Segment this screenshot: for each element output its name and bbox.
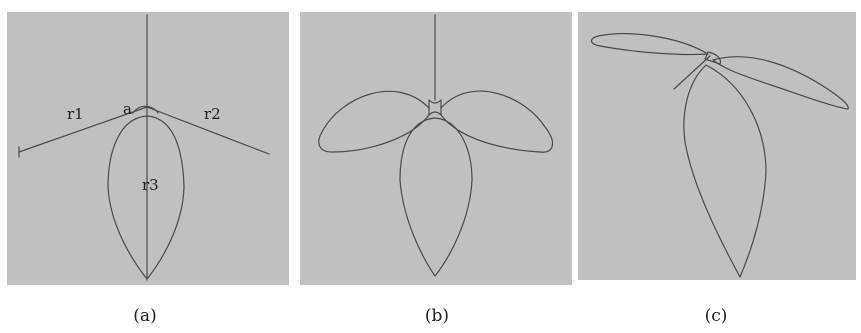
panel-b-leaf-symmetric <box>300 12 572 285</box>
center-leaflet-outline <box>683 64 767 278</box>
label-a: a <box>123 100 132 118</box>
left-leaflet-outline <box>590 33 709 56</box>
label-r3: r3 <box>142 176 159 194</box>
caption-c: (c) <box>704 306 728 326</box>
label-r2: r2 <box>204 105 221 123</box>
panel-b-drawing <box>318 14 553 277</box>
caption-b: (b) <box>424 306 450 326</box>
panel-a-leaf-model: r1 a r2 r3 <box>7 12 289 285</box>
r2-line <box>146 106 270 155</box>
right-leaflet-outline <box>712 56 849 110</box>
panel-c-drawing <box>590 33 849 278</box>
center-leaflet-outline <box>399 117 473 277</box>
petiole-line <box>673 55 711 90</box>
left-leaflet-outline <box>318 90 430 153</box>
panel-c-leaf-tilted <box>578 12 856 280</box>
panel-a-drawing: r1 a r2 r3 <box>18 14 270 281</box>
right-leaflet-outline <box>440 90 553 153</box>
caption-a: (a) <box>133 306 157 326</box>
terminal-leaflet-outline <box>107 115 185 280</box>
petiole-node <box>428 99 442 116</box>
label-r1: r1 <box>67 105 84 123</box>
r1-line <box>18 106 148 153</box>
angle-a-arc <box>132 105 159 114</box>
